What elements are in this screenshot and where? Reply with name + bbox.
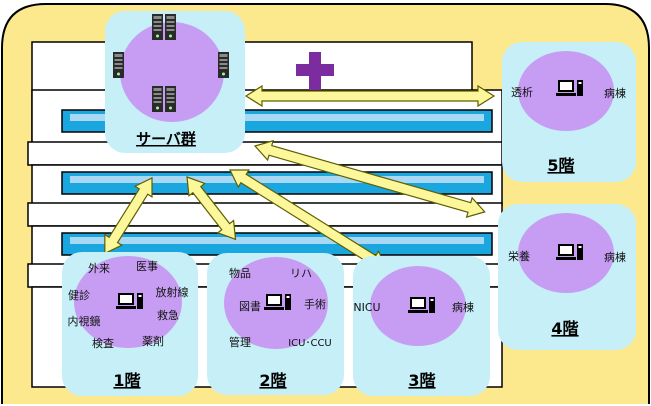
dept-label: 栄養 [508,249,530,263]
dept-label: 健診 [68,288,90,302]
server-group: サーバ群 [105,11,245,153]
arrow-server-to-5f [244,84,496,108]
arrow-server-to-4f [253,139,486,218]
network-links [104,84,496,269]
dept-label: リハ [290,267,312,280]
dept-label: 放射線 [156,285,189,299]
dept-label: ICU･CCU [288,338,332,349]
dept-label: NICU [353,301,380,314]
floor-1-box: 外来 医事 健診 放射線 内視鏡 救急 検査 薬剤 1階 [62,252,198,396]
server-group-label: サーバ群 [136,130,196,148]
dept-label: 救急 [157,308,179,322]
dept-label: 外来 [88,262,110,275]
floor-4-box: 栄養 病棟 4階 [498,204,636,350]
dept-label: 病棟 [604,250,626,264]
floor-2-box: 物品 リハ 図書 手術 管理 ICU･CCU 2階 [207,253,344,395]
floor-1-label: 1階 [113,371,140,390]
server-tower-icon [113,52,124,78]
dept-label: 管理 [229,335,251,349]
dept-label: 内視鏡 [68,314,101,328]
dept-label: 手術 [304,297,326,311]
floor-3-box: NICU 病棟 3階 [353,256,490,396]
desktop-computer-icon [116,293,143,309]
dept-label: 薬剤 [142,334,164,348]
floor-5-label: 5階 [547,156,574,175]
floor-3-label: 3階 [408,371,435,390]
floor-4-label: 4階 [551,319,578,338]
desktop-computer-icon [408,297,435,313]
floor-2-label: 2階 [259,371,286,390]
dept-label: 物品 [229,266,251,280]
desktop-computer-icon [264,294,291,310]
server-tower-icon [218,52,229,78]
dept-label: 透析 [511,85,533,99]
desktop-computer-icon [556,244,583,260]
arrow-server-to-2f [186,176,237,241]
dept-label: 図書 [239,299,261,313]
dept-label: 医事 [136,260,158,273]
dept-label: 病棟 [452,300,474,314]
desktop-computer-icon [556,80,583,96]
floor-5-box: 透析 病棟 5階 [502,42,636,182]
dept-label: 検査 [92,336,114,350]
medical-cross-icon [296,52,334,90]
dept-label: 病棟 [604,86,626,100]
